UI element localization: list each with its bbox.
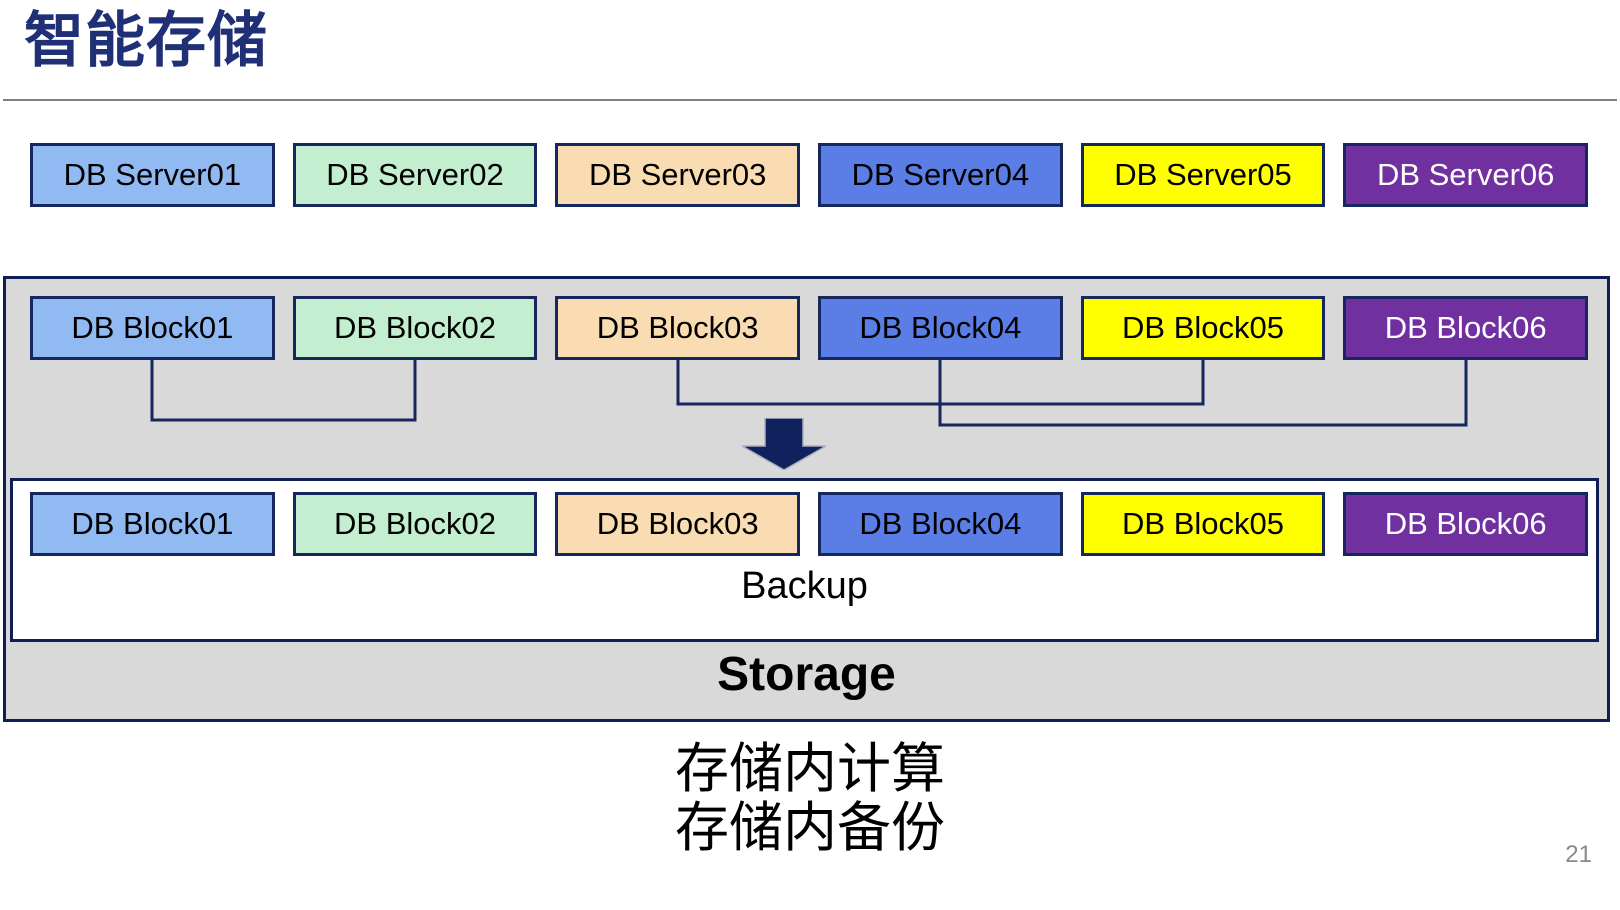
db-block-box: DB Block02 xyxy=(292,492,538,556)
db-block-box: DB Block04 xyxy=(818,492,1063,556)
db-block-box: DB Block06 xyxy=(1343,492,1589,556)
backup-box: DB Block01 DB Block02 DB Block03 DB Bloc… xyxy=(10,478,1599,642)
db-block-box: DB Block06 xyxy=(1343,296,1589,360)
db-server-box: DB Server06 xyxy=(1343,143,1589,207)
db-block-box: DB Block03 xyxy=(555,492,801,556)
db-block-box: DB Block05 xyxy=(1080,492,1326,556)
title-divider xyxy=(3,99,1617,101)
db-server-row: DB Server01 DB Server02 DB Server03 DB S… xyxy=(30,143,1589,207)
db-server-box: DB Server02 xyxy=(292,143,538,207)
db-block-box: DB Block03 xyxy=(555,296,801,360)
db-server-box: DB Server04 xyxy=(818,143,1063,207)
db-block-box: DB Block04 xyxy=(818,296,1063,360)
block-connector-lines xyxy=(150,360,1468,427)
db-server-box: DB Server03 xyxy=(555,143,801,207)
db-block-box: DB Block01 xyxy=(30,492,275,556)
db-server-box: DB Server05 xyxy=(1080,143,1326,207)
backup-label: Backup xyxy=(741,565,868,607)
db-block-row-bottom: DB Block01 DB Block02 DB Block03 DB Bloc… xyxy=(30,492,1589,556)
db-block-box: DB Block01 xyxy=(30,296,275,360)
db-block-box: DB Block05 xyxy=(1080,296,1326,360)
storage-container: DB Block01 DB Block02 DB Block03 DB Bloc… xyxy=(3,276,1610,722)
caption-line-1: 存储内计算 xyxy=(675,739,945,799)
db-server-box: DB Server01 xyxy=(30,143,275,207)
storage-label: Storage xyxy=(717,648,896,701)
db-block-box: DB Block02 xyxy=(292,296,538,360)
page-number: 21 xyxy=(1565,841,1592,868)
caption-line-2: 存储内备份 xyxy=(675,797,945,858)
db-block-row-top: DB Block01 DB Block02 DB Block03 DB Bloc… xyxy=(30,296,1589,360)
slide-title: 智能存储 xyxy=(24,7,268,74)
down-arrow-icon xyxy=(742,418,826,470)
caption: 存储内计算 存储内备份 xyxy=(0,740,1620,858)
